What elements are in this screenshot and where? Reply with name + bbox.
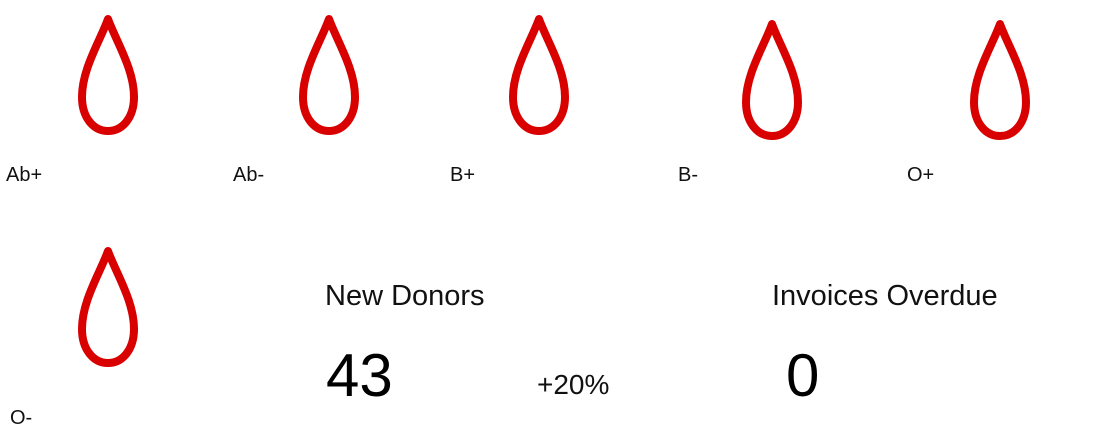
new-donors-title: New Donors [325,280,485,312]
blood-type-label-b-minus: B- [678,164,698,186]
blood-drop-icon [298,13,360,137]
invoices-overdue-value: 0 [786,342,820,409]
blood-drop-icon [77,13,139,137]
blood-type-label-o-minus: O- [10,407,33,429]
new-donors-change: +20% [537,369,610,400]
blood-drop-icon [77,245,139,369]
blood-type-label-b-plus: B+ [450,164,476,186]
blood-drop-icon [741,18,803,142]
blood-type-label-ab-plus: Ab+ [6,164,43,186]
blood-drop-icon [969,18,1031,142]
blood-type-label-ab-minus: Ab- [233,164,265,186]
invoices-overdue-title: Invoices Overdue [772,280,998,312]
new-donors-value: 43 [326,342,393,409]
blood-type-label-o-plus: O+ [907,164,935,186]
blood-drop-icon [508,13,570,137]
